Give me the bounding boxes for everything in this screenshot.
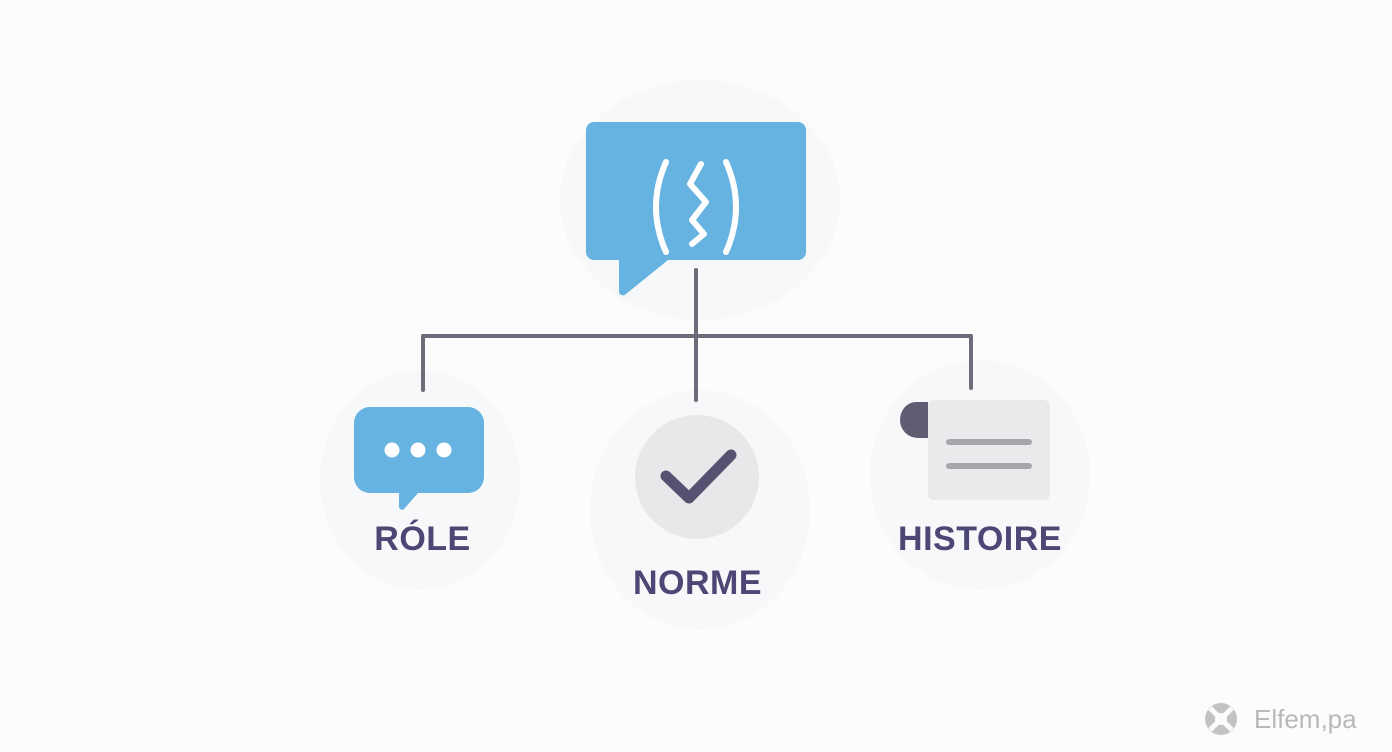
- norme-node: [634, 414, 760, 540]
- connector-horizontal: [421, 334, 973, 338]
- scroll-document-icon: [900, 400, 1050, 500]
- connector-left-drop: [421, 334, 425, 392]
- logo-icon: [1205, 703, 1237, 735]
- role-node: [354, 405, 486, 515]
- connector-right-drop: [969, 334, 973, 390]
- checkmark-circle-icon: [635, 415, 759, 539]
- histoire-node: [898, 396, 1054, 504]
- role-label: RÓLE: [374, 520, 471, 558]
- root-node: [586, 122, 806, 297]
- speech-bubble-with-braces-icon: [586, 122, 806, 296]
- chat-bubble-ellipsis-icon: [354, 407, 484, 510]
- watermark: Elfem,pa: [1204, 702, 1357, 736]
- histoire-label: HISTOIRE: [898, 520, 1062, 558]
- norme-label: NORME: [632, 564, 763, 602]
- watermark-text: Elfem,pa: [1254, 703, 1357, 734]
